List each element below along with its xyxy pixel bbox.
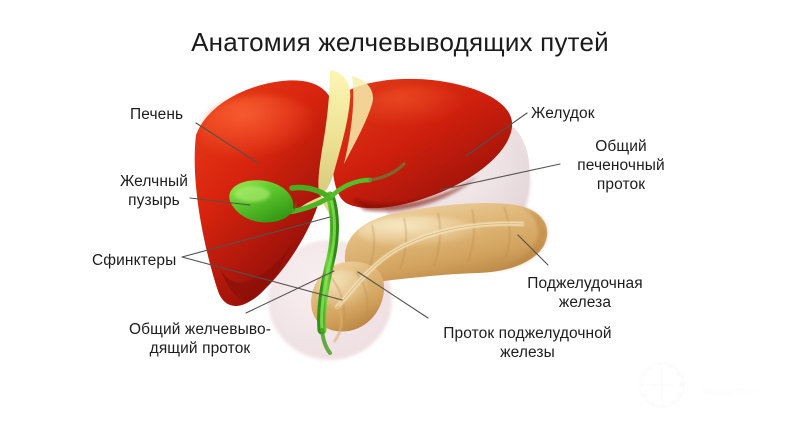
label-pancreas: Поджелудочная железа [527, 275, 643, 311]
label-common-hepatic-duct: Общий печеночный проток [577, 138, 665, 193]
leader-sphincters-b [181, 256, 343, 301]
label-common-bile-duct: Общий желчевыво- дящий проток [128, 321, 271, 357]
page-title: Анатомия желчевыводящих путей [191, 27, 609, 57]
organ-bile-duct [285, 162, 406, 355]
label-gallbladder: Желчный пузырь [119, 173, 189, 209]
label-liver: Печень [130, 106, 184, 123]
leader-common-bile-duct [245, 270, 335, 314]
label-sphincters: Сфинктеры [92, 252, 177, 269]
organ-gallbladder [229, 180, 297, 223]
label-pancreatic-duct: Проток поджелудочной железы [443, 325, 612, 361]
leader-sphincters-a [181, 216, 331, 258]
leader-lines [181, 112, 561, 319]
leader-pancreas [517, 234, 549, 266]
label-stomach: Желудок [531, 105, 595, 122]
leader-gallbladder [189, 197, 251, 206]
leader-stomach [465, 112, 528, 157]
leader-pancreatic-duct [357, 271, 429, 319]
organ-pancreas [311, 202, 548, 343]
leader-hepatic-duct [439, 163, 561, 191]
leader-liver [195, 122, 259, 164]
